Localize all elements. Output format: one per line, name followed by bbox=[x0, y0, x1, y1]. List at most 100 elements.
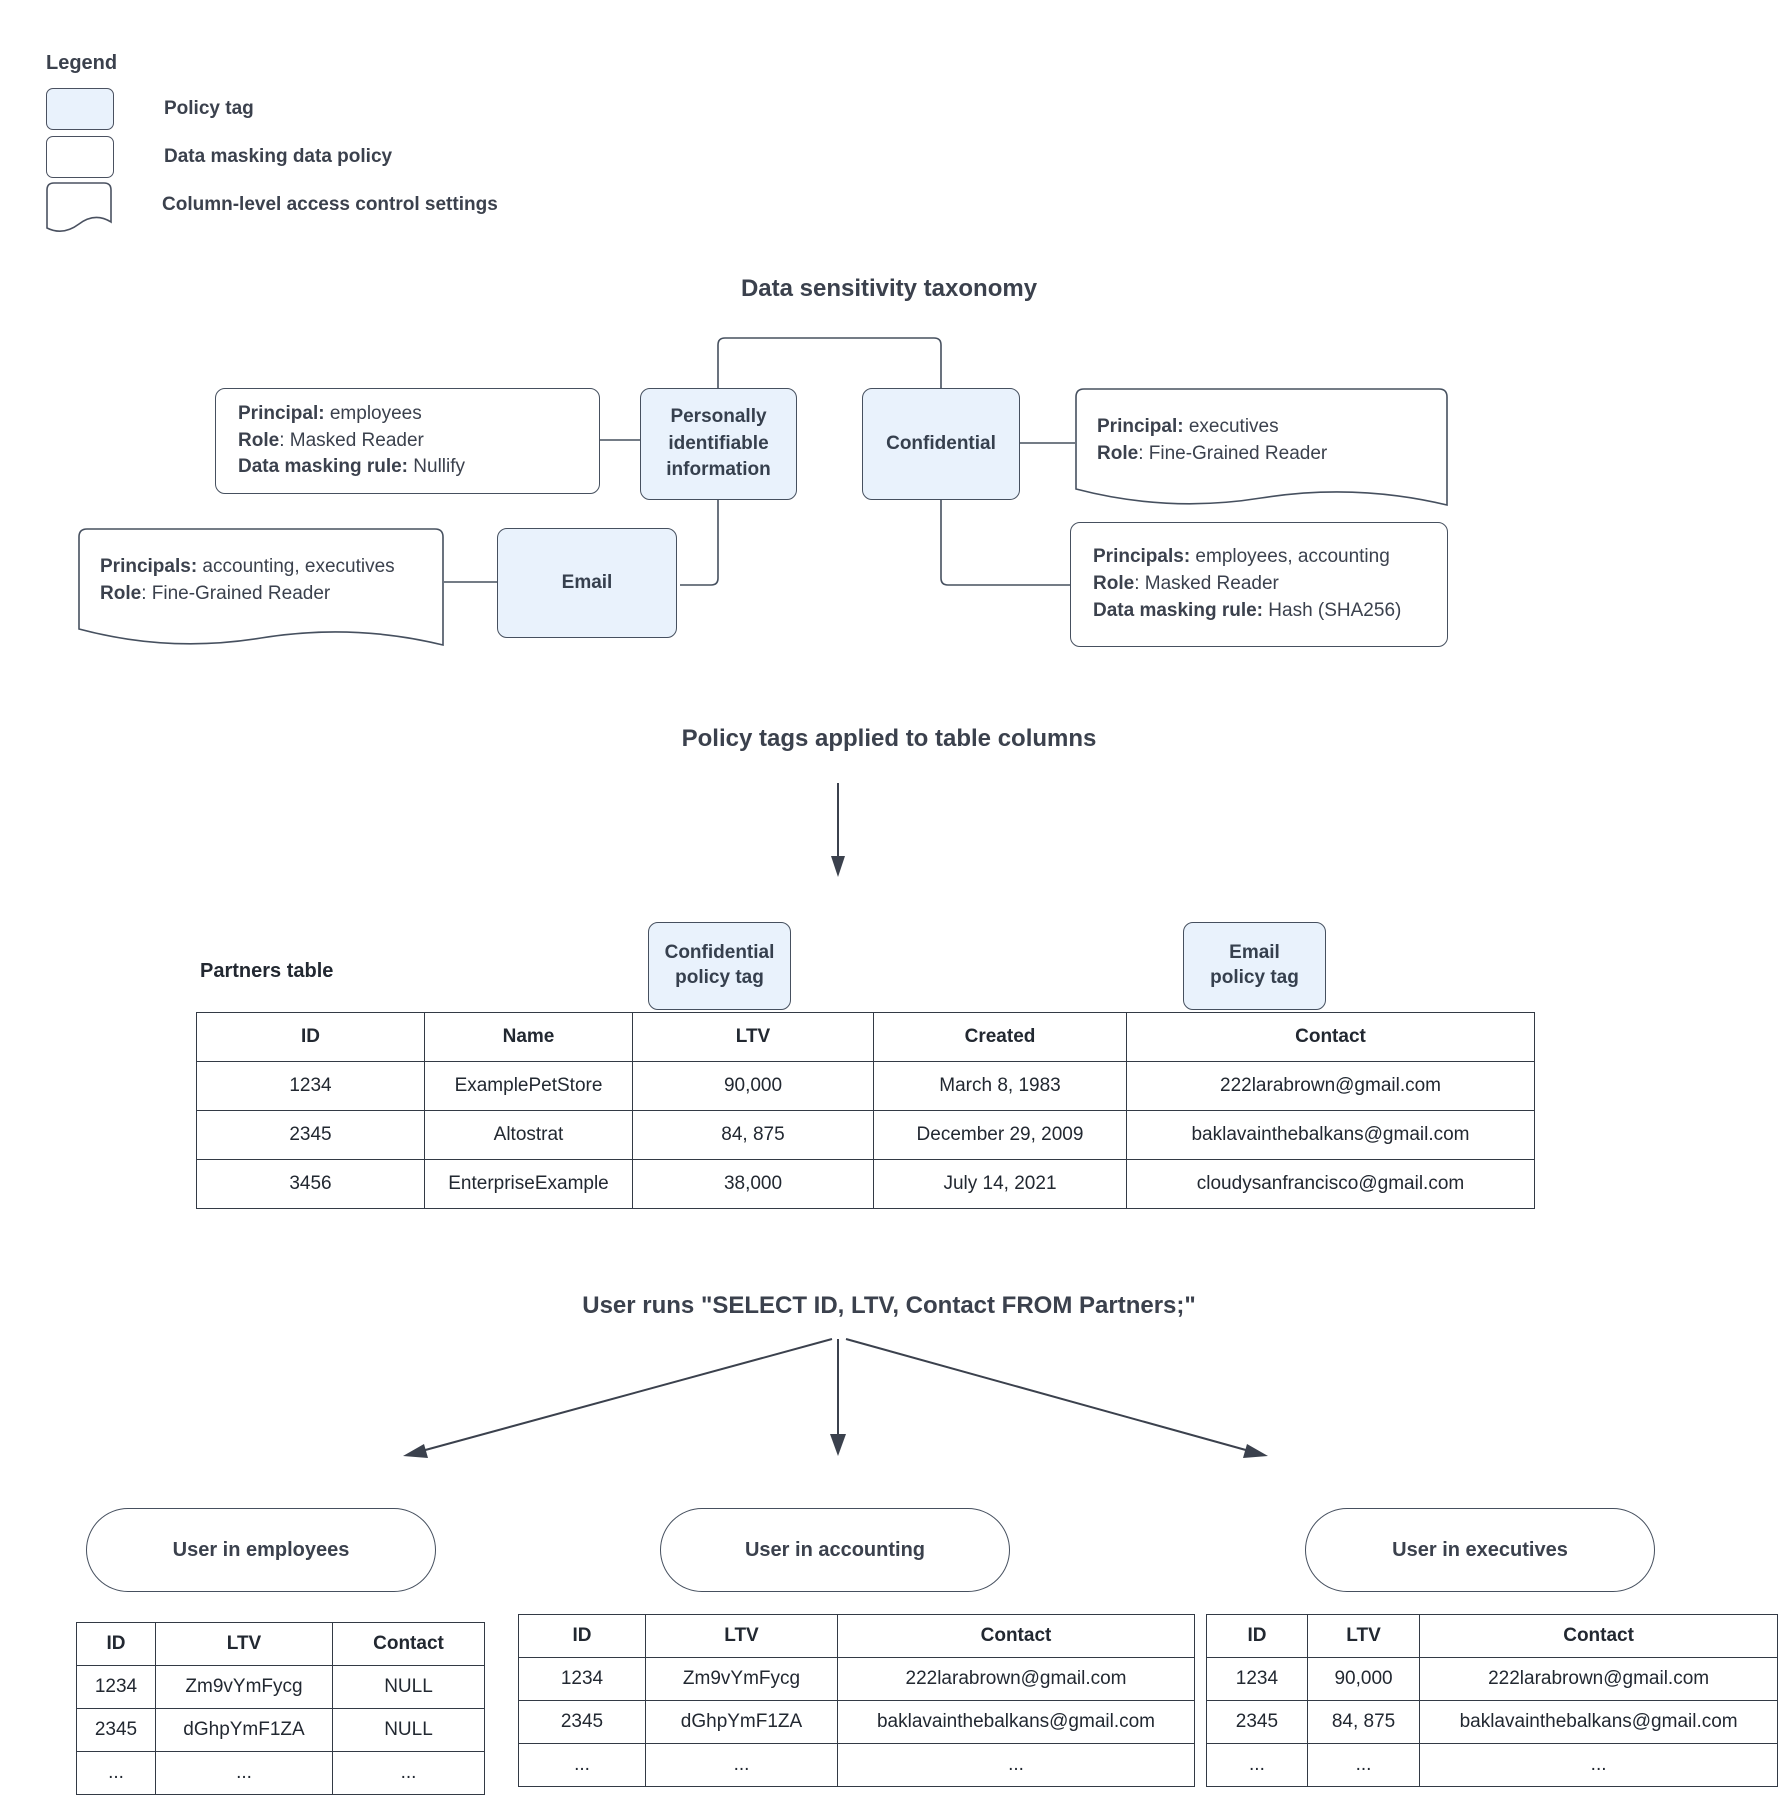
cell-ltv: 90,000 bbox=[1306, 1657, 1421, 1701]
node-label: Confidential bbox=[886, 432, 996, 454]
column-header-contact: Contact bbox=[1126, 1012, 1535, 1062]
cell-name: EnterpriseExample bbox=[424, 1159, 633, 1209]
cell-ltv: Zm9vYmFycg bbox=[645, 1657, 838, 1701]
policy-line: Principals: accounting, executives bbox=[100, 556, 395, 577]
cell-ltv: ... bbox=[645, 1743, 838, 1787]
persona-executives: User in executives bbox=[1305, 1508, 1655, 1592]
column-header-created: Created bbox=[873, 1012, 1127, 1062]
column-header-ltv: LTV bbox=[1306, 1614, 1421, 1658]
column-header-id: ID bbox=[76, 1622, 156, 1666]
cell-ltv: 84, 875 bbox=[632, 1110, 874, 1160]
persona-accounting: User in accounting bbox=[660, 1508, 1010, 1592]
cell-contact: NULL bbox=[332, 1708, 485, 1752]
table-header-row: ID LTV Contact bbox=[518, 1614, 1195, 1658]
badge-line: policy tag bbox=[675, 967, 764, 988]
cell-created: March 8, 1983 bbox=[873, 1061, 1127, 1111]
result-table-executives: ID LTV Contact 1234 90,000 222larabrown@… bbox=[1206, 1614, 1778, 1787]
node-label: Email bbox=[561, 571, 613, 593]
partners-table: ID Name LTV Created Contact 1234 Example… bbox=[196, 1012, 1535, 1209]
legend-item-data-masking: Data masking data policy bbox=[46, 133, 666, 181]
cell-id: 1234 bbox=[196, 1061, 425, 1111]
policy-line: Data masking rule: Nullify bbox=[238, 456, 466, 478]
legend-title: Legend bbox=[46, 52, 118, 74]
column-access-swatch bbox=[46, 182, 112, 232]
policy-text: Principals: accounting, executives Role:… bbox=[100, 554, 395, 608]
table-row: 3456 EnterpriseExample 38,000 July 14, 2… bbox=[196, 1159, 1535, 1209]
cell-ltv: Zm9vYmFycg bbox=[155, 1665, 333, 1709]
policy-line: Principal: employees bbox=[238, 402, 422, 424]
table-row: 2345 dGhpYmF1ZA baklavainthebalkans@gmai… bbox=[518, 1700, 1195, 1744]
policy-tag-node-email[interactable]: Email bbox=[497, 528, 677, 638]
cell-contact: 222larabrown@gmail.com bbox=[1419, 1657, 1778, 1701]
cell-ltv: 84, 875 bbox=[1306, 1700, 1421, 1744]
policy-line: Role: Fine-Grained Reader bbox=[100, 582, 331, 604]
table-row: ... ... ... bbox=[1206, 1743, 1778, 1787]
policy-line: Role: Fine-Grained Reader bbox=[1097, 442, 1328, 464]
table-header-row: ID LTV Contact bbox=[76, 1622, 485, 1666]
taxonomy-title: Data sensitivity taxonomy bbox=[740, 275, 1038, 302]
policy-tag-node-confidential[interactable]: Confidential bbox=[862, 388, 1020, 500]
email-column-access-settings: Principals: accounting, executives Role:… bbox=[78, 528, 444, 647]
data-masking-swatch bbox=[46, 136, 114, 178]
column-header-contact: Contact bbox=[837, 1614, 1195, 1658]
policy-line: Role: Masked Reader bbox=[1093, 573, 1279, 595]
cell-id: ... bbox=[1206, 1743, 1308, 1787]
cell-ltv: dGhpYmF1ZA bbox=[155, 1708, 333, 1752]
cell-contact: cloudysanfrancisco@gmail.com bbox=[1126, 1159, 1535, 1209]
cell-ltv: 38,000 bbox=[632, 1159, 874, 1209]
cell-created: December 29, 2009 bbox=[873, 1110, 1127, 1160]
pii-data-masking-policy: Principal: employees Role: Masked Reader… bbox=[215, 388, 600, 494]
table-row: 2345 dGhpYmF1ZA NULL bbox=[76, 1708, 485, 1752]
confidential-data-masking-policy: Principals: employees, accounting Role: … bbox=[1070, 522, 1448, 647]
cell-contact: 222larabrown@gmail.com bbox=[1126, 1061, 1535, 1111]
policy-line: Principal: executives bbox=[1097, 416, 1279, 437]
cell-ltv: 90,000 bbox=[632, 1061, 874, 1111]
table-row: 1234 90,000 222larabrown@gmail.com bbox=[1206, 1657, 1778, 1701]
cell-ltv: ... bbox=[155, 1751, 333, 1795]
cell-contact: ... bbox=[332, 1751, 485, 1795]
applied-title: Policy tags applied to table columns bbox=[681, 725, 1097, 752]
cell-id: 2345 bbox=[76, 1708, 156, 1752]
badge-line: Email bbox=[1229, 942, 1280, 964]
persona-label: User in executives bbox=[1392, 1538, 1568, 1561]
policy-line: Principals: employees, accounting bbox=[1093, 546, 1390, 568]
policy-tag-swatch bbox=[46, 88, 114, 130]
cell-ltv: ... bbox=[1306, 1743, 1421, 1787]
policy-tag-badge-email[interactable]: Email policy tag bbox=[1183, 922, 1326, 1010]
cell-id: 2345 bbox=[518, 1700, 646, 1744]
table-header-row: ID LTV Contact bbox=[1206, 1614, 1778, 1658]
cell-name: ExamplePetStore bbox=[424, 1061, 633, 1111]
policy-text: Principal: executives Role: Fine-Grained… bbox=[1097, 414, 1327, 468]
persona-label: User in accounting bbox=[744, 1538, 926, 1561]
cell-id: 1234 bbox=[1206, 1657, 1308, 1701]
column-header-contact: Contact bbox=[332, 1622, 485, 1666]
cell-created: July 14, 2021 bbox=[873, 1159, 1127, 1209]
legend: Legend Policy tag Data masking data poli… bbox=[46, 52, 666, 232]
cell-contact: baklavainthebalkans@gmail.com bbox=[1419, 1700, 1778, 1744]
column-header-contact: Contact bbox=[1419, 1614, 1778, 1658]
policy-tag-node-pii[interactable]: Personally identifiable information bbox=[640, 388, 797, 500]
partners-table-label: Partners table bbox=[200, 960, 334, 982]
cell-contact: ... bbox=[1419, 1743, 1778, 1787]
result-table-employees: ID LTV Contact 1234 Zm9vYmFycg NULL 2345… bbox=[76, 1622, 485, 1795]
column-header-id: ID bbox=[196, 1012, 425, 1062]
cell-id: 3456 bbox=[196, 1159, 425, 1209]
cell-id: 2345 bbox=[1206, 1700, 1308, 1744]
legend-item-label: Data masking data policy bbox=[164, 146, 393, 167]
table-row: 1234 ExamplePetStore 90,000 March 8, 198… bbox=[196, 1061, 1535, 1111]
policy-tag-badge-confidential[interactable]: Confidential policy tag bbox=[648, 922, 791, 1010]
legend-item-column-access: Column-level access control settings bbox=[46, 181, 666, 232]
query-title: User runs "SELECT ID, LTV, Contact FROM … bbox=[582, 1292, 1196, 1319]
legend-item-label: Column-level access control settings bbox=[162, 194, 498, 215]
table-row: 2345 Altostrat 84, 875 December 29, 2009… bbox=[196, 1110, 1535, 1160]
cell-contact: NULL bbox=[332, 1665, 485, 1709]
persona-employees: User in employees bbox=[86, 1508, 436, 1592]
cell-contact: baklavainthebalkans@gmail.com bbox=[1126, 1110, 1535, 1160]
table-row: 2345 84, 875 baklavainthebalkans@gmail.c… bbox=[1206, 1700, 1778, 1744]
table-header-row: ID Name LTV Created Contact bbox=[196, 1012, 1535, 1062]
policy-line: Data masking rule: Hash (SHA256) bbox=[1093, 599, 1402, 621]
cell-id: ... bbox=[76, 1751, 156, 1795]
table-row: ... ... ... bbox=[518, 1743, 1195, 1787]
cell-name: Altostrat bbox=[424, 1110, 633, 1160]
column-header-id: ID bbox=[518, 1614, 646, 1658]
